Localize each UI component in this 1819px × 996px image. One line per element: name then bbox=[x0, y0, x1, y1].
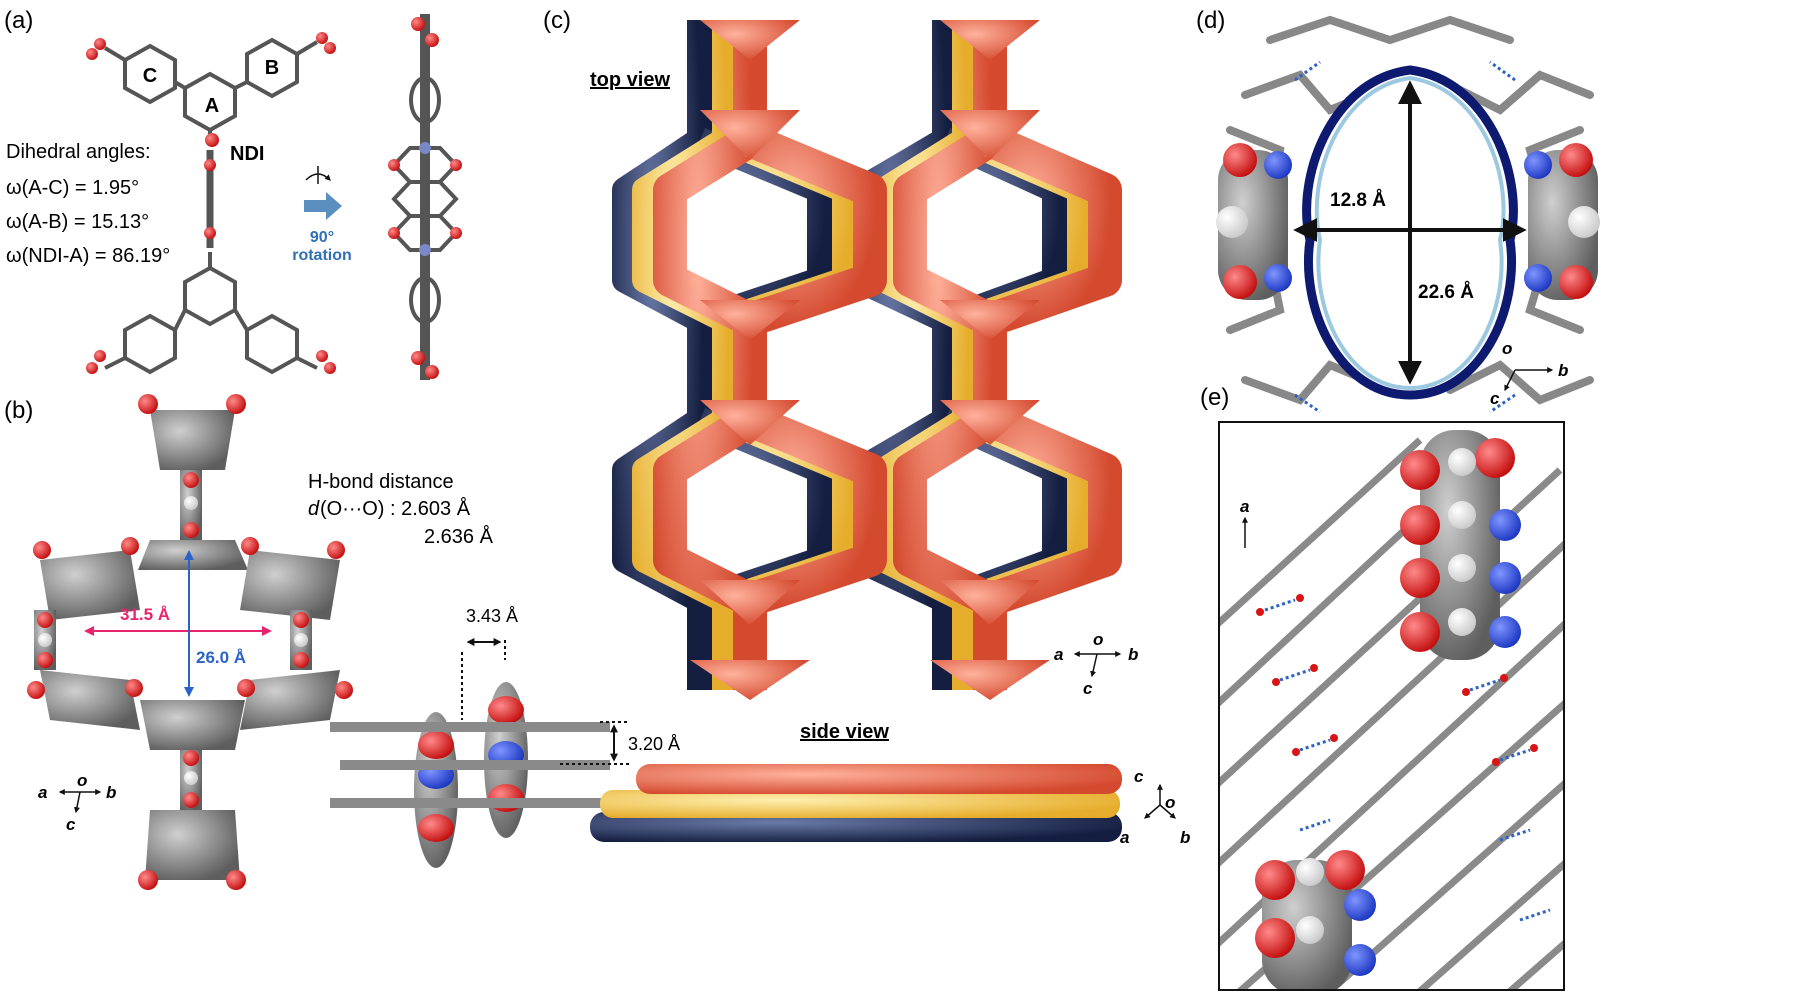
hbonds-e bbox=[1264, 598, 1551, 922]
ring-c-label: C bbox=[143, 65, 157, 87]
ndi-spacefill-right bbox=[1524, 143, 1600, 300]
dihedral-ab: ω(A-B) = 15.13° bbox=[6, 211, 149, 233]
hbond-first: (O···O) : 2.603 Å bbox=[320, 497, 471, 520]
pore-surface-inner-d bbox=[1314, 75, 1506, 391]
axis-c-b: b bbox=[1128, 645, 1138, 664]
ring-a-label: A bbox=[205, 95, 219, 117]
rotation-degrees: 90° bbox=[310, 229, 334, 246]
rotation-word: rotation bbox=[292, 247, 352, 264]
panel-d: (d) bbox=[1196, 7, 1600, 460]
stack-view-b bbox=[330, 640, 630, 868]
hbonds-d bbox=[1294, 60, 1516, 414]
ndi-oxygen-2 bbox=[204, 227, 216, 239]
pore-height-label: 26.0 Å bbox=[196, 648, 246, 667]
ndi-spacefill-left bbox=[1216, 143, 1292, 300]
rotation-indicator: 90° rotation bbox=[292, 166, 352, 264]
ndi-stack-lower bbox=[1255, 850, 1376, 989]
dihedral-ac: ω(A-C) = 1.95° bbox=[6, 177, 139, 199]
side-axis-b: b bbox=[1180, 828, 1190, 847]
ndi-oxygen-1 bbox=[204, 159, 216, 171]
axes-d: o b c bbox=[1490, 339, 1568, 408]
axes-b: a o b c bbox=[38, 771, 116, 834]
molecule-a-lower bbox=[104, 252, 318, 375]
axis-d-o: o bbox=[1502, 339, 1512, 358]
molecule-a-upper bbox=[103, 37, 319, 145]
side-view-layers bbox=[590, 764, 1122, 842]
axis-c-o: o bbox=[1093, 630, 1103, 649]
hbond-d-symbol: d bbox=[308, 498, 320, 520]
axis-b-c: c bbox=[66, 815, 76, 834]
axis-b-b: b bbox=[106, 783, 116, 802]
rotation-arrow-icon bbox=[304, 192, 342, 220]
dihedral-ndi: ω(NDI-A) = 86.19° bbox=[6, 245, 170, 267]
side-view-title: side view bbox=[800, 721, 889, 743]
axis-d-c: c bbox=[1490, 389, 1500, 408]
axes-c-side: c o a b bbox=[1120, 767, 1190, 847]
panel-e-label: (e) bbox=[1200, 384, 1229, 411]
side-axis-c: c bbox=[1134, 767, 1144, 786]
panel-a: (a) C A B NDI bbox=[4, 7, 462, 380]
ndi-stack-upper bbox=[1400, 430, 1521, 660]
dihedral-title: Dihedral angles: bbox=[6, 141, 151, 163]
hexagon-framework-b bbox=[27, 394, 353, 890]
axis-b-a: a bbox=[38, 783, 47, 802]
top-view-title: top view bbox=[590, 69, 670, 91]
pore-height-label-d: 22.6 Å bbox=[1418, 282, 1474, 303]
axis-d-b: b bbox=[1558, 361, 1568, 380]
axis-e-a: a bbox=[1240, 497, 1249, 516]
oxygen-sticks-e bbox=[1256, 594, 1538, 766]
stack-offset-label: 3.43 Å bbox=[466, 606, 518, 626]
ring-b-label: B bbox=[265, 57, 279, 79]
panel-e: (e) bbox=[1200, 384, 1565, 991]
panel-d-label: (d) bbox=[1196, 7, 1225, 34]
stack-spacing-label: 3.20 Å bbox=[628, 734, 680, 754]
honeycomb-nodes bbox=[690, 20, 1050, 700]
hbond-title: H-bond distance bbox=[308, 471, 454, 493]
panel-b-label: (b) bbox=[4, 397, 33, 424]
panel-c: (c) top view bbox=[543, 7, 1190, 847]
side-axis-a: a bbox=[1120, 828, 1129, 847]
side-axis-o: o bbox=[1165, 793, 1175, 812]
panel-b: (b) bbox=[4, 394, 680, 890]
pore-width-label-d: 12.8 Å bbox=[1330, 190, 1386, 211]
panel-c-label: (c) bbox=[543, 7, 571, 34]
axes-c-top: a o b c bbox=[1054, 630, 1138, 698]
ndi-label: NDI bbox=[230, 143, 264, 165]
panel-a-label: (a) bbox=[4, 7, 33, 34]
axis-c-a: a bbox=[1054, 645, 1063, 664]
pore-width-label: 31.5 Å bbox=[120, 605, 170, 624]
hbond-second: 2.636 Å bbox=[424, 525, 494, 548]
axis-c-c: c bbox=[1083, 679, 1093, 698]
molecule-a-rotated bbox=[388, 14, 462, 380]
upper-atoms bbox=[86, 32, 336, 147]
axis-b-o: o bbox=[77, 771, 87, 790]
